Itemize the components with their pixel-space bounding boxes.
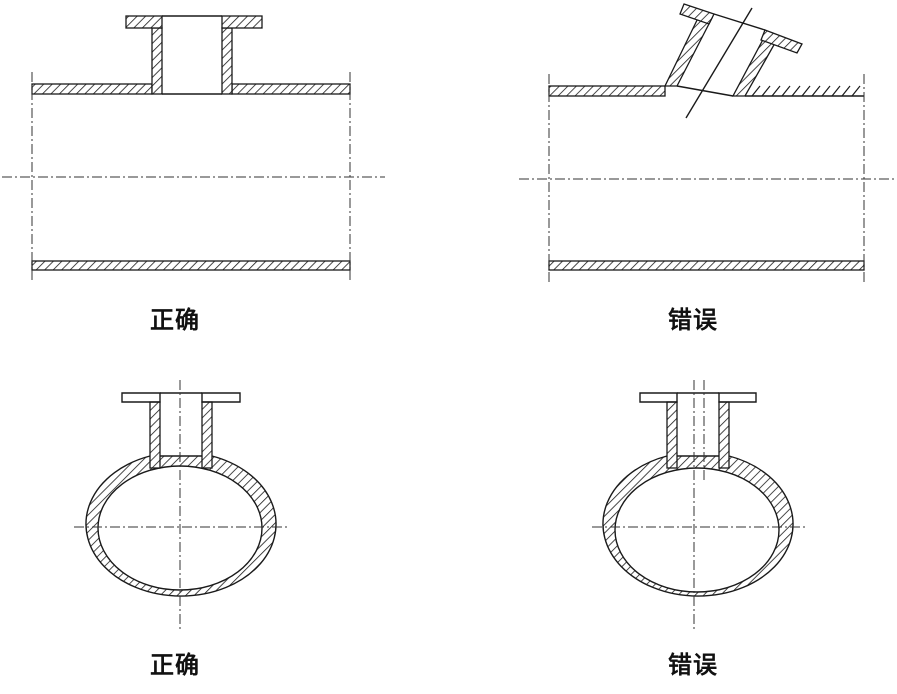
main-pipe-top-wall-right [231,83,351,95]
wrong-angled-branch [519,3,897,284]
main-pipe-bottom-wall [548,260,865,271]
nozzle-left-wall [149,401,161,469]
caption-bottom-left: 正确 [150,651,200,679]
correct-section-view [74,380,290,632]
angled-flange-right [760,29,803,54]
main-pipe-top-wall-left [548,85,666,97]
caption-top-right: 错误 [668,306,718,334]
flange-right [718,392,757,403]
angled-flange-left [679,3,715,25]
wrong-section-view [592,380,806,632]
nozzle-right-wall [718,401,730,469]
angled-branch-left-wall [663,13,713,87]
flange-left [121,392,161,403]
main-pipe-bottom-wall [31,260,351,271]
nozzle-left-wall [666,401,678,469]
flange-left [125,15,163,29]
nozzle-right-wall [201,401,213,469]
caption-top-left: 正确 [150,306,200,334]
flange-left [639,392,678,403]
surface-hatch-ticks [751,85,861,97]
main-pipe-top-wall-left [31,83,153,95]
branch-left-wall [151,27,163,95]
flange-right [221,15,263,29]
shell-inner [614,467,780,593]
flange-right [201,392,241,403]
caption-bottom-right: 错误 [668,651,718,679]
branch-right-wall [221,27,233,95]
correct-straight-branch [2,15,385,282]
angled-branch-axis [685,7,753,119]
